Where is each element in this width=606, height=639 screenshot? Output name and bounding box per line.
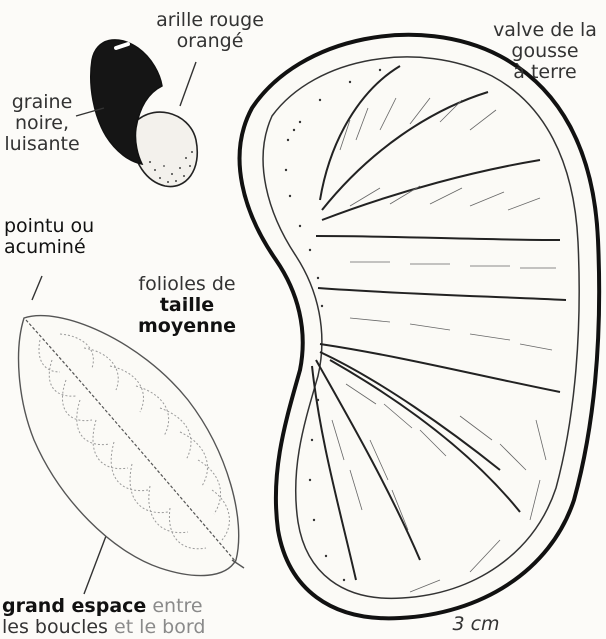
- label-graine-line1: graine: [4, 92, 80, 113]
- label-graine-line2: noire,: [4, 113, 80, 134]
- leader-pointu: [32, 276, 42, 300]
- label-pointu-line2: acuminé: [4, 237, 124, 258]
- label-espace: grand espace entre les boucles et le bor…: [2, 596, 262, 638]
- label-espace-line2-a: les boucles: [2, 616, 108, 638]
- label-folioles-line1: folioles de: [128, 274, 246, 295]
- label-valve: valve de la gousse à terre: [486, 20, 604, 83]
- scale-label: 3 cm: [436, 614, 516, 635]
- leaflet-drawing: [19, 316, 244, 576]
- label-valve-line2: gousse: [486, 41, 604, 62]
- label-pointu: pointu ou acuminé: [4, 216, 124, 258]
- label-arille-line1: arille rouge: [154, 10, 266, 31]
- label-pointu-line1: pointu ou: [4, 216, 124, 237]
- label-graine: graine noire, luisante: [4, 92, 80, 155]
- label-folioles-line3: moyenne: [128, 316, 246, 337]
- label-arille: arille rouge orangé: [154, 10, 266, 52]
- label-valve-line1: valve de la: [486, 20, 604, 41]
- pod-valve-drawing: [240, 35, 600, 619]
- seed-aril: [130, 112, 197, 186]
- label-graine-line3: luisante: [4, 134, 80, 155]
- label-valve-line3: à terre: [486, 62, 604, 83]
- label-arille-line2: orangé: [154, 31, 266, 52]
- label-espace-line1-faint: entre: [152, 595, 202, 617]
- label-espace-line1-strong: grand espace: [2, 595, 146, 617]
- label-espace-line2-b: et le bord: [114, 616, 205, 638]
- label-folioles-line2: taille: [128, 295, 246, 316]
- leaflet-outline: [19, 316, 239, 576]
- leader-espace: [84, 536, 106, 594]
- seed-drawing: [91, 40, 198, 187]
- leader-arille: [180, 62, 196, 106]
- label-folioles: folioles de taille moyenne: [128, 274, 246, 337]
